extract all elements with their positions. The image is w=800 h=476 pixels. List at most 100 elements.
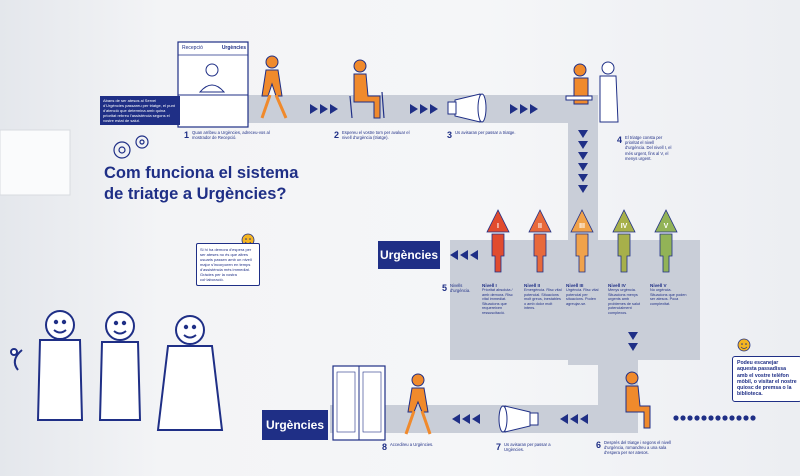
trail-dot [722, 415, 728, 421]
level-desc-4: Menys urgència. Situacions menys urgents… [608, 288, 641, 315]
step-1-number: 1 [184, 130, 190, 140]
title-line-1: Com funciona el sistema [104, 164, 299, 182]
page-title: Com funciona el sistema de triatge a Urg… [104, 163, 324, 205]
trail-dot [715, 415, 721, 421]
nurse-patient-icon [565, 61, 619, 123]
arrows-to-urgencies-top [450, 250, 478, 260]
speaker-icon [447, 93, 487, 123]
walking-person-icon-2 [404, 373, 432, 435]
step-2: 2 Espereu el vostre torn per avaluar el … [334, 130, 420, 140]
step-2-number: 2 [334, 130, 340, 140]
level-body-4 [617, 233, 631, 273]
info-bubble-left: Si hi ha demora d'espera per ser ateses … [196, 243, 260, 286]
step-7: 7 Us avisaran per passar a Urgències. [496, 442, 558, 452]
receptionist-figure [205, 63, 219, 77]
trail-dot [701, 415, 707, 421]
waiting-seated-person-icon [625, 371, 651, 429]
arrows-step7-8 [452, 414, 480, 424]
step-6-text: Després del triatge i segons el nivell d… [604, 440, 672, 456]
level-name-4: Nivell IV [608, 283, 626, 288]
level-figure-2: II [528, 209, 552, 273]
level-name-1: Nivell I [482, 283, 497, 288]
level-triangle-5 [654, 209, 678, 233]
step-1-text: Quan arribeu a Urgències, adreceu-vos al… [192, 130, 270, 141]
step-8-text: Accedireu a Urgències. [390, 442, 434, 447]
level-desc-3: Urgència. Risc vital potencial per situa… [566, 288, 599, 306]
wall-box [0, 129, 71, 196]
level-triangle-4 [612, 209, 636, 233]
step-3: 3 Us avisaran per passar a triatge. [447, 130, 517, 140]
speaker-icon-2 [498, 405, 539, 433]
level-name-2: Nivell II [524, 283, 541, 288]
level-desc-2: Emergència. Risc vital potencial. Situac… [524, 288, 562, 311]
trail-dot [673, 415, 679, 421]
step-3-text: Us avisaran per passar a triatge. [455, 130, 516, 135]
reception-sign-left: Recepció [182, 45, 203, 51]
level-name-3: Nivell III [566, 283, 584, 288]
staff-figures [10, 310, 224, 431]
level-body-3 [575, 233, 589, 273]
step-6: 6 Després del triatge i segons el nivell… [596, 440, 681, 456]
smiley-icon-right [737, 338, 751, 352]
arrows-step1-2 [310, 104, 338, 114]
level-roman-3: III [579, 223, 585, 230]
level-figure-5: V [654, 209, 678, 273]
trail-dot [708, 415, 714, 421]
arrows-down-4 [578, 130, 588, 193]
step-7-text: Us avisaran per passar a Urgències. [504, 442, 551, 453]
level-figure-4: IV [612, 209, 636, 273]
step-4-number: 4 [617, 135, 623, 145]
step-2-text: Espereu el vostre torn per avaluar el ni… [342, 130, 410, 141]
step-5-number: 5 [442, 283, 448, 293]
trail-dot [687, 415, 693, 421]
step-7-number: 7 [496, 442, 502, 452]
step-5: 5 Nivells d'urgència. [442, 283, 482, 293]
step-6-number: 6 [596, 440, 602, 450]
step-8-number: 8 [382, 442, 388, 452]
level-roman-5: V [664, 223, 669, 230]
level-roman-2: II [538, 223, 542, 230]
level-triangle-2 [528, 209, 552, 233]
walking-person-icon [260, 55, 288, 119]
step-1: 1 Quan arribeu a Urgències, adreceu-vos … [184, 130, 274, 140]
level-body-5 [659, 233, 673, 273]
arrows-step6-7 [560, 414, 588, 424]
seated-person-icon [349, 59, 385, 119]
reception-counter [177, 41, 249, 128]
trail-dot [680, 415, 686, 421]
step-3-number: 3 [447, 130, 453, 140]
trail-dot [743, 415, 749, 421]
trail-dot [736, 415, 742, 421]
level-body-1 [491, 233, 505, 273]
level-triangle-1 [486, 209, 510, 233]
step-4: 4 El triatge consta per prioritat el niv… [617, 135, 675, 161]
trail-dot [729, 415, 735, 421]
arrows-step2-3 [410, 104, 438, 114]
level-triangle-3 [570, 209, 594, 233]
level-body-2 [533, 233, 547, 273]
urgencies-label-bottom: Urgències [262, 410, 328, 440]
urgencies-label-top: Urgències [378, 241, 440, 269]
intro-box: Abans de ser atesos al Servei d'Urgèncie… [100, 96, 180, 125]
level-figure-1: I [486, 209, 510, 273]
trail-dot [694, 415, 700, 421]
reception-sign-right: Urgències [221, 45, 246, 51]
level-desc-5: No urgència. Situacions que poden ser at… [650, 288, 687, 306]
level-roman-4: IV [621, 223, 628, 230]
title-line-2: de triatge a Urgències? [104, 185, 287, 203]
level-desc-1: Prioritat absoluta / amb demora. Risc vi… [482, 288, 513, 315]
level-figure-3: III [570, 209, 594, 273]
reception-sign: Recepció Urgències [182, 45, 246, 51]
path-middle [450, 240, 700, 360]
info-bubble-right: Podeu escanejar aquesta passadissa amb e… [732, 356, 800, 402]
step-4-text: El triatge consta per prioritat el nivel… [625, 135, 672, 161]
arrows-down-6 [628, 332, 638, 351]
door-icon [332, 365, 386, 441]
